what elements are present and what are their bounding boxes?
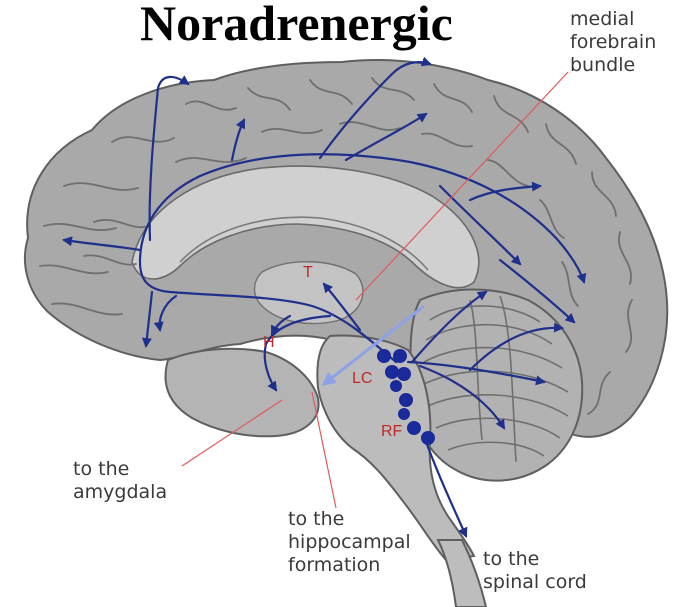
label-line: forebrain: [570, 31, 656, 54]
label-line: to the: [73, 458, 167, 481]
marker-locus-coeruleus: LC: [352, 370, 372, 388]
label-line: to the: [288, 508, 411, 531]
temporal-lobe-shape: [165, 349, 318, 437]
marker-thalamus: T: [303, 264, 313, 282]
marker-hypothalamus: H: [263, 334, 275, 352]
label-line: hippocampal: [288, 531, 411, 554]
label-line: spinal cord: [483, 571, 587, 594]
label-to-spinal-cord: to the spinal cord: [483, 548, 587, 594]
label-line: bundle: [570, 54, 656, 77]
label-line: to the: [483, 548, 587, 571]
diagram-title: Noradrenergic: [140, 0, 453, 48]
label-to-hippocampal-formation: to the hippocampal formation: [288, 508, 411, 578]
label-line: formation: [288, 554, 411, 577]
marker-reticular-formation: RF: [381, 423, 402, 441]
label-to-amygdala: to the amygdala: [73, 458, 167, 504]
spinal-cord-shape: [438, 540, 486, 607]
label-line: amygdala: [73, 481, 167, 504]
label-line: medial: [570, 8, 656, 31]
label-medial-forebrain-bundle: medial forebrain bundle: [570, 8, 656, 78]
